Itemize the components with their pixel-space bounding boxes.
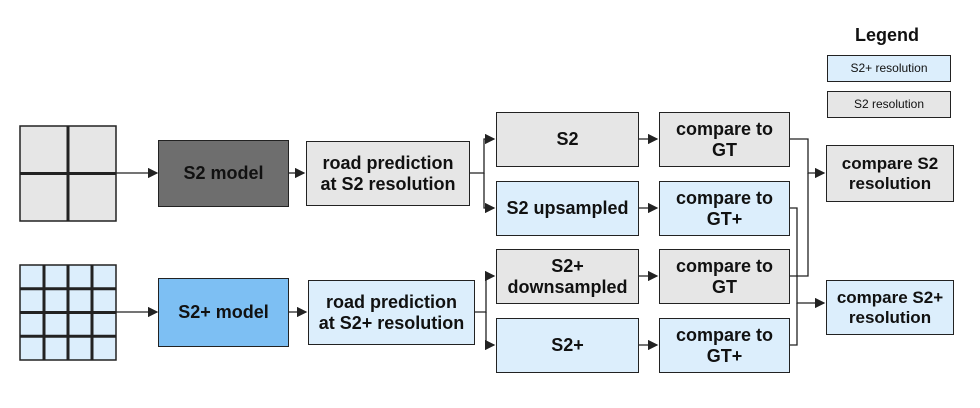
legend-title: Legend <box>855 25 920 45</box>
s2-model-box: S2 model <box>158 140 289 207</box>
s2-branch-box: S2 <box>496 112 639 167</box>
s2plus-downsampled-box: S2+ downsampled <box>496 249 639 304</box>
s2plus-road-prediction-box: road prediction at S2+ resolution <box>308 280 475 345</box>
s2plus-compare-gtplus-box: compare to GT+ <box>659 318 790 373</box>
legend-item-s2: S2 resolution <box>827 91 951 118</box>
s2-upsampled-box: S2 upsampled <box>496 181 639 236</box>
s2plus-branch-box: S2+ <box>496 318 639 373</box>
legend-item-s2plus: S2+ resolution <box>827 55 951 82</box>
s2plus-input-grid-image <box>19 264 117 361</box>
compare-s2plus-resolution-box: compare S2+ resolution <box>826 280 954 335</box>
compare-s2-resolution-box: compare S2 resolution <box>826 145 954 202</box>
s2-compare-gtplus-box: compare to GT+ <box>659 181 790 236</box>
s2-compare-gt-box: compare to GT <box>659 112 790 167</box>
s2plus-compare-gt-box: compare to GT <box>659 249 790 304</box>
s2-input-grid-image <box>19 125 117 222</box>
s2-road-prediction-box: road prediction at S2 resolution <box>306 141 470 206</box>
s2plus-model-box: S2+ model <box>158 278 289 347</box>
